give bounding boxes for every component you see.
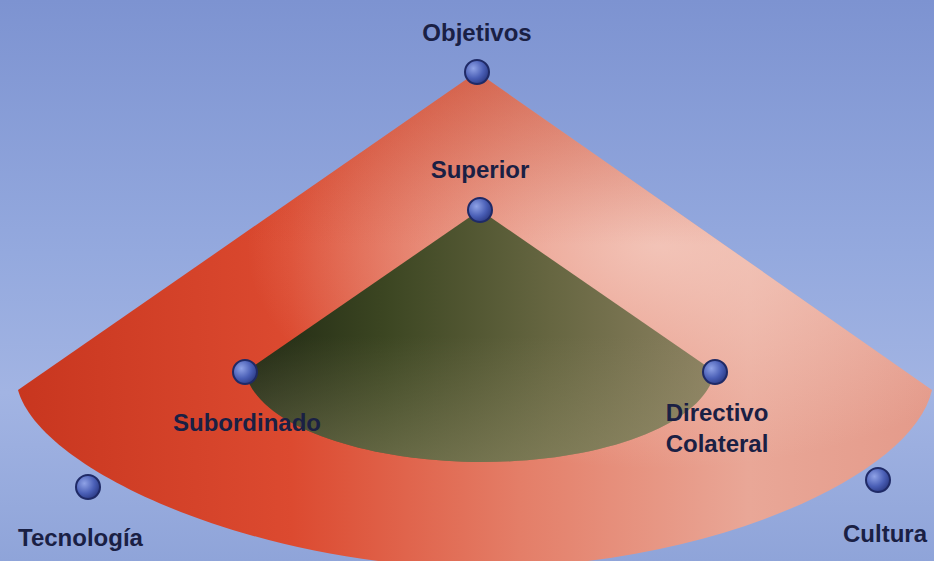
vertex-label: Subordinado (173, 407, 321, 438)
inner-cone-shape (230, 190, 740, 480)
vertex-dot (76, 475, 100, 499)
vertex-dot (468, 198, 492, 222)
vertex-label: Tecnología (18, 522, 143, 553)
outer-cone-fill (18, 72, 932, 561)
vertex-label: Superior (431, 154, 530, 185)
vertex-dot (866, 468, 890, 492)
outer-cone-fill (18, 72, 932, 561)
vertex-dot (465, 60, 489, 84)
inner-cone: SuperiorSubordinadoDirectivo Colateral (230, 190, 740, 480)
vertex-label: Objetivos (422, 17, 531, 48)
vertex-dot (703, 360, 727, 384)
vertex-label: Directivo Colateral (652, 397, 782, 459)
outer-cone-fill (18, 72, 932, 561)
vertex-label: Cultura (843, 518, 927, 549)
vertex-dot (233, 360, 257, 384)
